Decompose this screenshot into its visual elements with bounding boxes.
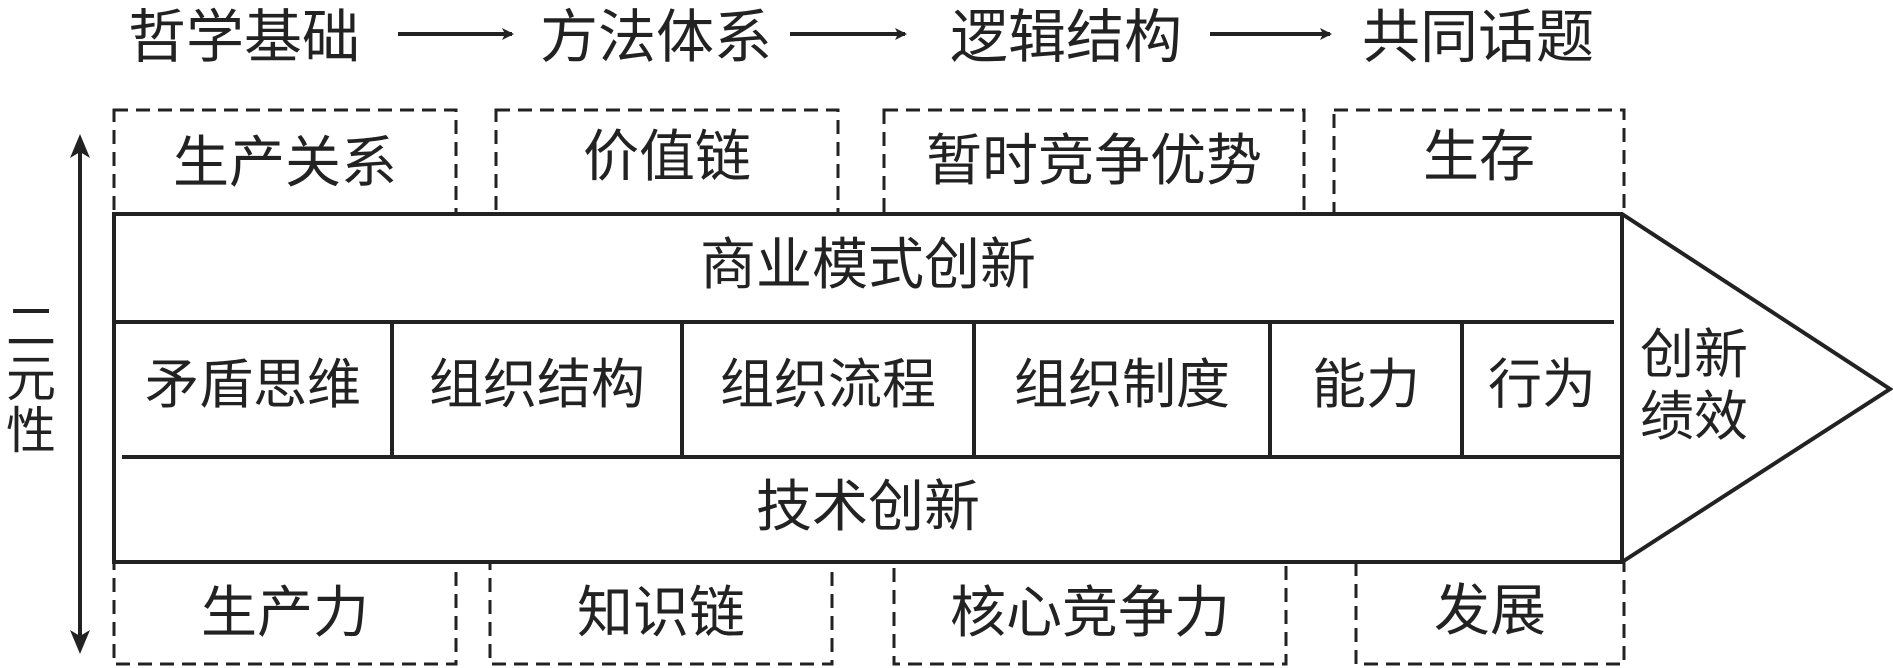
row-business-model-innovation: 商业模式创新	[700, 233, 1036, 298]
row-technology-innovation: 技术创新	[756, 475, 980, 540]
top-box-label-production-relations: 生产关系	[173, 131, 397, 196]
cell-org-system: 组织制度	[1014, 353, 1230, 416]
top-box-label-survival: 生存	[1423, 125, 1535, 190]
duality-arrowhead-up	[70, 134, 90, 158]
header-stage-topic: 共同话题	[1362, 3, 1595, 71]
side-label-duality: 二元性	[0, 300, 56, 456]
duality-arrowhead-down	[70, 630, 90, 654]
top-box-label-temporary-advantage: 暂时竞争优势	[926, 129, 1262, 194]
bottom-box-label-development: 发展	[1434, 579, 1546, 644]
cell-behavior: 行为	[1488, 353, 1596, 416]
bottom-box-label-knowledge-chain: 知识链	[577, 581, 745, 646]
bottom-box-label-productivity: 生产力	[201, 581, 369, 646]
header-stage-method: 方法体系	[540, 3, 773, 71]
cell-org-process: 组织流程	[720, 353, 936, 416]
main-arrow-shape	[112, 212, 1893, 564]
header-stage-philosophy: 哲学基础	[128, 3, 361, 71]
header-stage-logic: 逻辑结构	[950, 3, 1183, 71]
cell-capability: 能力	[1312, 353, 1420, 416]
bottom-box-2	[488, 560, 834, 666]
bottom-box-1	[112, 560, 458, 666]
cell-contradiction-thinking: 矛盾思维	[145, 353, 361, 416]
arrow-tip-label-line1: 创新	[1640, 323, 1748, 386]
bottom-box-3	[892, 560, 1288, 666]
top-box-label-value-chain: 价值链	[583, 125, 751, 190]
arrow-tip-label-line2: 绩效	[1640, 385, 1748, 448]
bottom-box-label-core-competence: 核心竞争力	[950, 581, 1230, 646]
cell-org-structure: 组织结构	[429, 353, 645, 416]
